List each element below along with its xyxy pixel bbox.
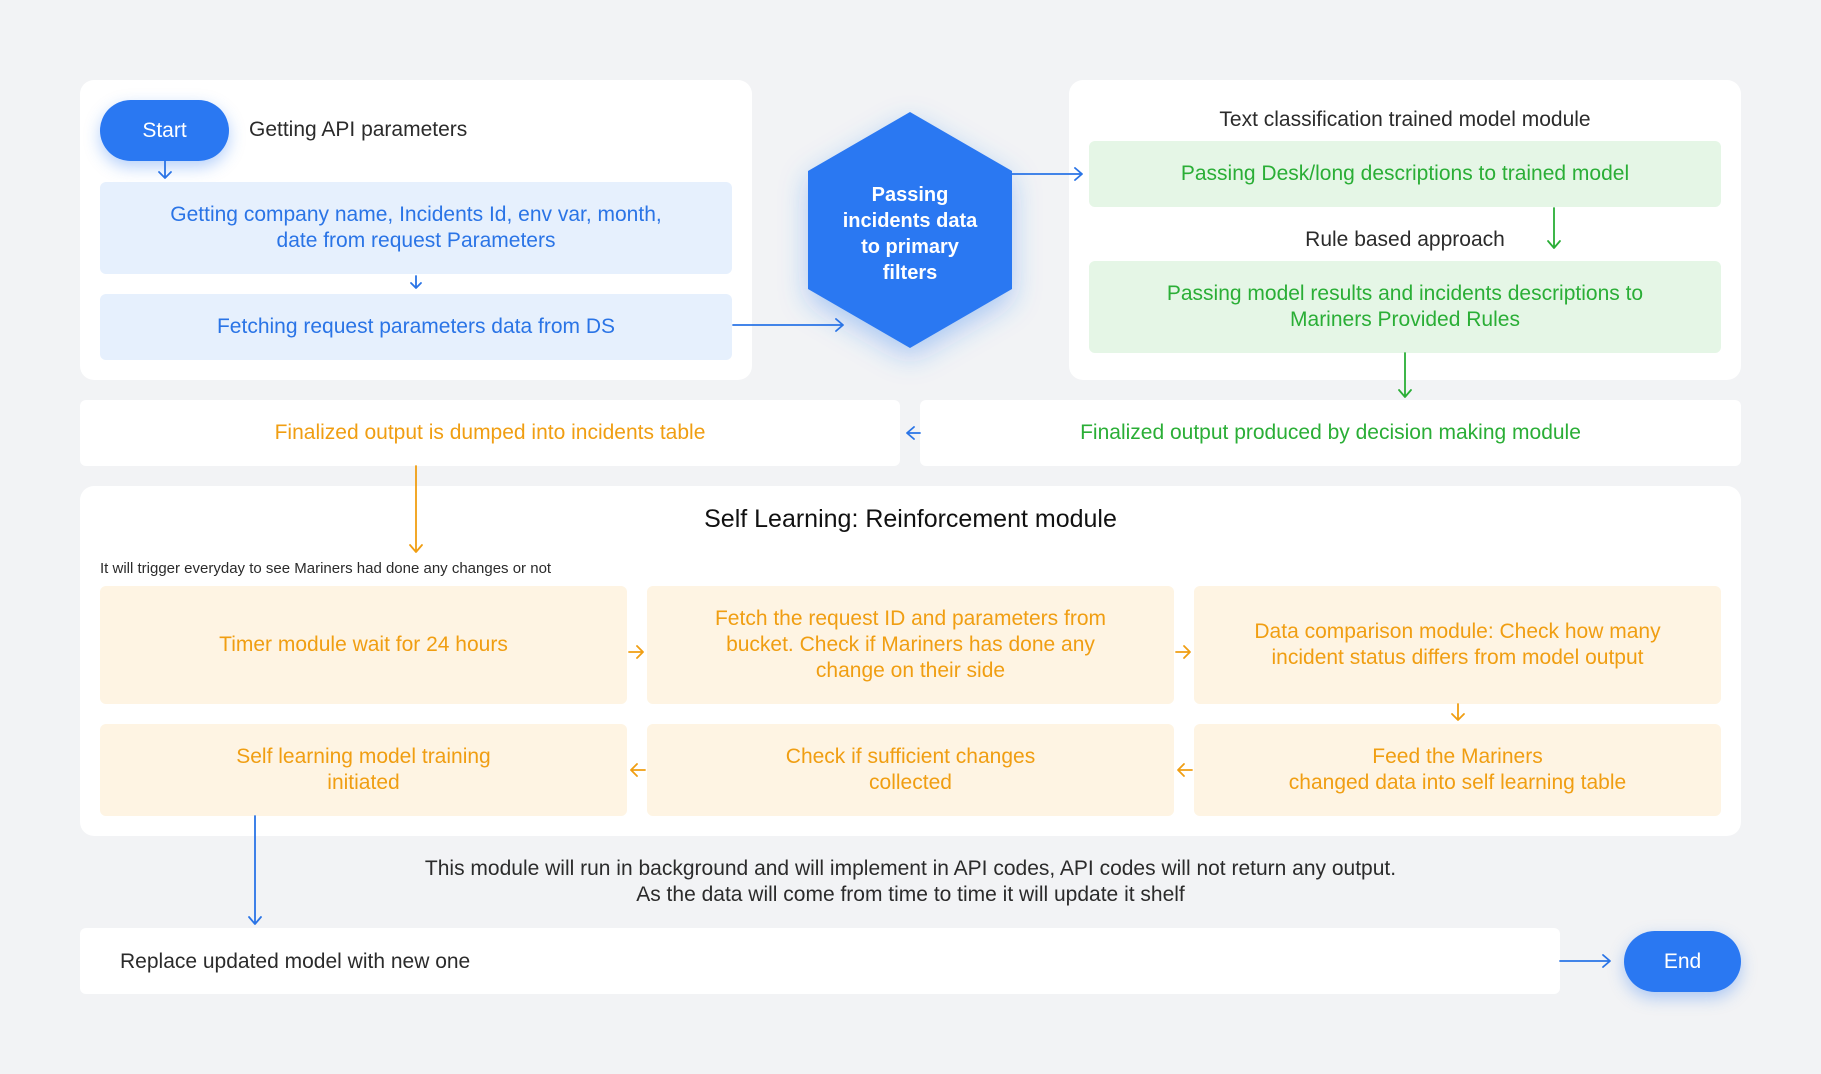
arrow-decision-to-dumped [906,426,921,440]
get-company-params-step: Getting company name, Incidents Id, env … [100,182,732,274]
mariners-rules-step: Passing model results and incidents desc… [1089,261,1721,353]
sufficient-changes-step: Check if sufficient changes collected [647,724,1174,816]
hexagon-label: Passing incidents data to primary filter… [842,184,978,284]
self-learning-title: Self Learning: Reinforcement module [704,505,1117,533]
timer-module-step: Timer module wait for 24 hours [100,586,627,704]
start-caption: Getting API parameters [249,118,468,141]
fetch-request-params-step: Fetching request parameters data from DS [100,294,732,360]
end-node: End [1624,931,1741,992]
trigger-note: It will trigger everyday to see Mariners… [100,560,552,577]
replace-model-box [80,928,1560,994]
pass-descriptions-step: Passing Desk/long descriptions to traine… [1089,141,1721,207]
feed-mariners-step: Feed the Mariners changed data into self… [1194,724,1721,816]
decision-output-box: Finalized output produced by decision ma… [920,400,1741,466]
model-training-step: Self learning model training initiated [100,724,627,816]
classification-title: Text classification trained model module [1219,108,1591,131]
primary-filters-hexagon [808,112,1012,348]
replace-model-label: Replace updated model with new one [120,950,471,973]
data-comparison-step: Data comparison module: Check how many i… [1194,586,1721,704]
dumped-output-box: Finalized output is dumped into incident… [80,400,900,466]
background-module-note: This module will run in background and w… [424,857,1397,906]
rule-based-label: Rule based approach [1305,228,1505,251]
start-node: Start [100,100,229,161]
arrow-replace-to-end [1559,954,1611,968]
fetch-request-step: Fetch the request ID and parameters from… [647,586,1174,704]
